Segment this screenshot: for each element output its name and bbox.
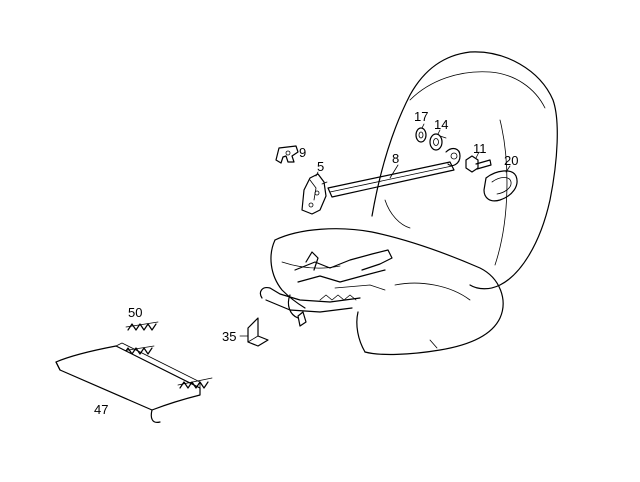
label-part-8: 8: [392, 151, 399, 166]
part-47-panel: [55, 342, 213, 423]
part-8-rod: [327, 147, 461, 198]
label-part-47: 47: [94, 402, 108, 417]
label-part-50: 50: [128, 305, 142, 320]
label-part-14: 14: [434, 117, 448, 132]
part-5-bracket: [301, 173, 328, 215]
label-part-20: 20: [504, 153, 518, 168]
part-14-bushing: [429, 133, 447, 151]
label-part-35: 35: [222, 329, 236, 344]
label-part-11: 11: [473, 141, 487, 156]
part-9-clip: [275, 145, 299, 164]
seat-cushion: [270, 228, 504, 356]
part-20-cover: [483, 170, 518, 202]
label-part-17: 17: [414, 109, 428, 124]
part-11-bolt: [465, 155, 492, 173]
seat-frame-rails: [259, 249, 393, 327]
part-17-washer: [415, 127, 427, 143]
label-part-9: 9: [299, 145, 306, 160]
label-part-5: 5: [317, 159, 324, 174]
leader-lines: [239, 123, 511, 337]
part-35-bracket: [247, 317, 269, 347]
seat-backrest: [371, 51, 558, 290]
part-50-springs: [121, 321, 159, 355]
